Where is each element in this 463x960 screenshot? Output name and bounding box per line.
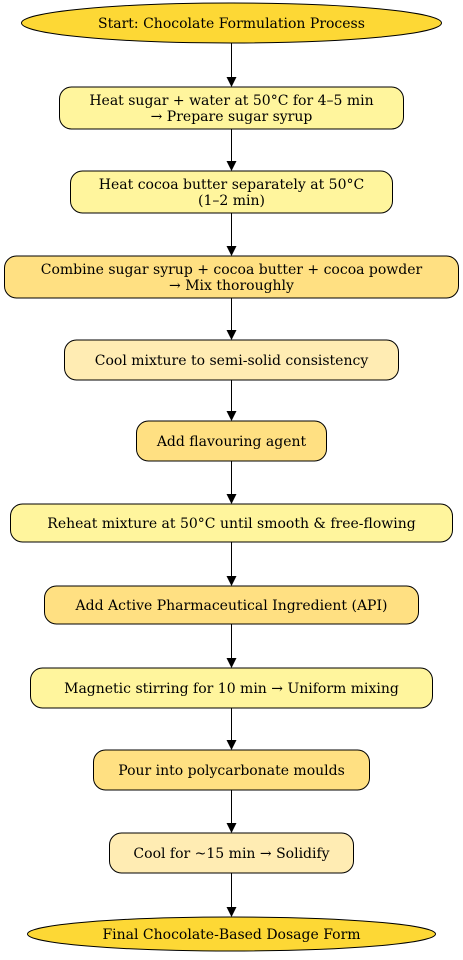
flow-node-label: Cool mixture to semi-solid consistency — [95, 353, 369, 369]
flow-node-solidify: Cool for ~15 min → Solidify — [109, 832, 354, 874]
flow-node-cool-mixture: Cool mixture to semi-solid consistency — [64, 339, 399, 381]
flow-node-start: Start: Chocolate Formulation Process — [21, 2, 442, 44]
flow-node-combine: Combine sugar syrup + cocoa butter + coc… — [4, 255, 459, 299]
flow-node-syrup: Heat sugar + water at 50°C for 4–5 min→ … — [59, 86, 404, 130]
flow-node-pour: Pour into polycarbonate moulds — [93, 749, 370, 791]
flow-node-box — [59, 86, 404, 130]
flow-node-final: Final Chocolate-Based Dosage Form — [27, 916, 436, 952]
flow-node-label: Add Active Pharmaceutical Ingredient (AP… — [75, 598, 388, 614]
flow-node-label: (1–2 min) — [198, 193, 265, 209]
flow-node-label: Heat sugar + water at 50°C for 4–5 min — [89, 93, 373, 109]
flow-node-box — [30, 667, 433, 709]
flow-node-box — [109, 832, 354, 874]
flow-node-box — [64, 339, 399, 381]
flow-node-box — [136, 420, 327, 462]
flow-node-cocoa-butter: Heat cocoa butter separately at 50°C(1–2… — [70, 170, 393, 214]
flow-node-box — [93, 749, 370, 791]
flow-node-box — [10, 503, 453, 543]
flow-node-box — [70, 170, 393, 214]
flow-node-flavouring: Add flavouring agent — [136, 420, 327, 462]
flow-node-label: → Prepare sugar syrup — [151, 109, 313, 125]
flow-node-label: Start: Chocolate Formulation Process — [98, 16, 365, 32]
flow-node-label: Cool for ~15 min → Solidify — [133, 846, 329, 862]
flow-node-label: Heat cocoa butter separately at 50°C — [99, 177, 364, 193]
flow-node-ellipse — [27, 916, 436, 952]
flow-node-ellipse — [21, 2, 442, 44]
flow-node-reheat: Reheat mixture at 50°C until smooth & fr… — [10, 503, 453, 543]
flow-node-label: → Mix thoroughly — [169, 278, 294, 294]
nodes-layer: Start: Chocolate Formulation ProcessHeat… — [4, 2, 459, 952]
flow-node-label: Add flavouring agent — [156, 434, 307, 450]
flow-node-label: Final Chocolate-Based Dosage Form — [102, 927, 360, 943]
flow-node-label: Reheat mixture at 50°C until smooth & fr… — [47, 516, 415, 532]
flow-node-label: Pour into polycarbonate moulds — [118, 763, 345, 779]
flow-node-stirring: Magnetic stirring for 10 min → Uniform m… — [30, 667, 433, 709]
flow-node-label: Combine sugar syrup + cocoa butter + coc… — [41, 262, 423, 278]
flow-node-api: Add Active Pharmaceutical Ingredient (AP… — [44, 585, 419, 625]
flow-node-label: Magnetic stirring for 10 min → Uniform m… — [64, 681, 399, 697]
flow-node-box — [44, 585, 419, 625]
flow-node-box — [4, 255, 459, 299]
